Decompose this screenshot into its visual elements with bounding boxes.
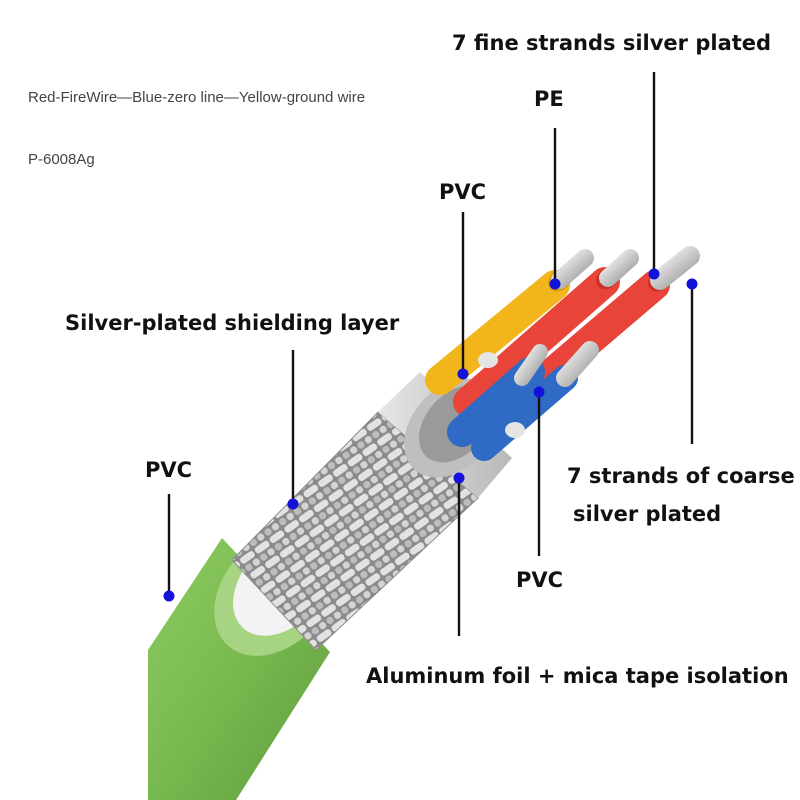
dot-pvc-outer — [163, 590, 175, 602]
dot-pvc-core — [533, 386, 545, 398]
dot-coarse-strands — [686, 278, 698, 290]
blue-core — [447, 341, 599, 461]
label-coarse-line1: 7 strands of coarse — [567, 464, 795, 488]
label-fine-strands: 7 fine strands silver plated — [452, 31, 772, 55]
dot-fine-strands — [648, 268, 660, 280]
filler-rods — [478, 352, 525, 438]
label-pvc-outer: PVC — [145, 458, 193, 482]
leader-lines — [163, 72, 698, 636]
red-core-upper — [453, 249, 639, 417]
label-pe: PE — [534, 87, 564, 111]
label-shielding: Silver-plated shielding layer — [65, 311, 400, 335]
label-pvc-inner: PVC — [439, 180, 487, 204]
label-coarse-line2: silver plated — [573, 502, 722, 526]
dot-pe — [549, 278, 561, 290]
dot-shielding — [287, 498, 299, 510]
color-code-note: Red-FireWire—Blue-zero line—Yellow-groun… — [28, 89, 366, 106]
dot-pvc-inner — [457, 368, 469, 380]
model-number: P-6008Ag — [28, 151, 95, 168]
label-foil: Aluminum foil + mica tape isolation — [366, 664, 789, 688]
label-pvc-core: PVC — [516, 568, 564, 592]
dot-foil — [453, 472, 465, 484]
